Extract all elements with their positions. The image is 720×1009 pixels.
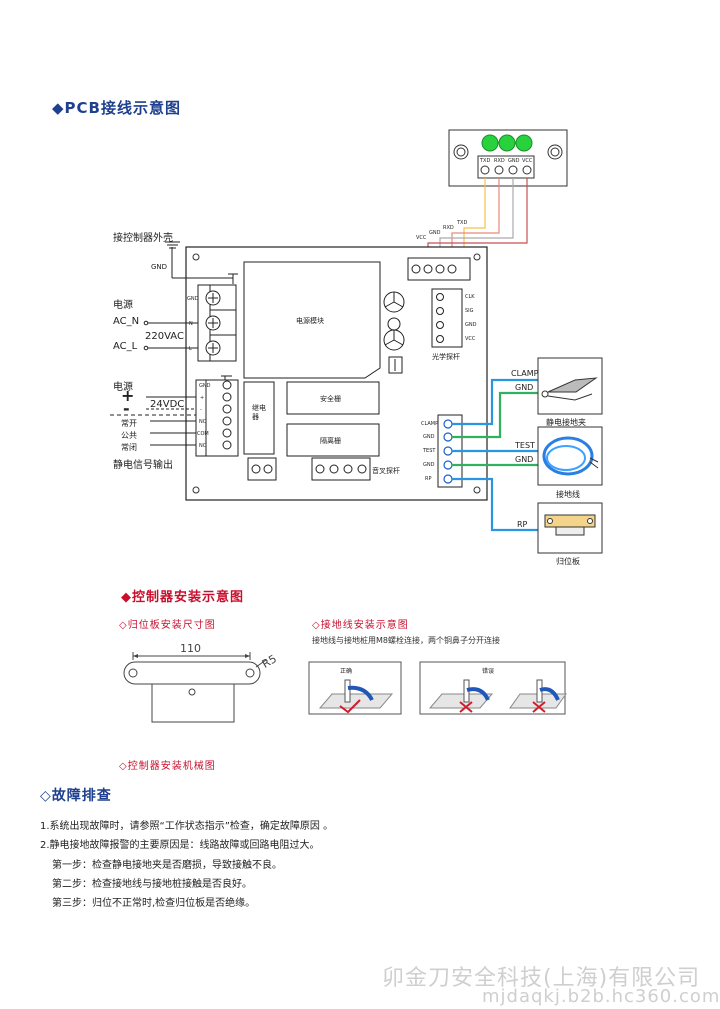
sig-pin-gnd2: GND [423, 462, 435, 468]
dc-pin-com: COM [197, 431, 209, 437]
header-pin-rxd: RXD [494, 158, 505, 164]
comm-module [448, 129, 568, 187]
trouble-line-2: 2.静电接地故障报警的主要原因是：线路故障或回路电阻过大。 [40, 840, 320, 851]
plate-size-title: ◇归位板安装尺寸图 [119, 620, 216, 631]
probe-pin-clk: CLK [465, 294, 475, 300]
static-output-label: 静电信号输出 [113, 460, 173, 471]
test-gnd-wire-label: GND [515, 455, 534, 464]
hollow-diamond-icon: ◇ [119, 620, 128, 631]
sig-pin-test: TEST [423, 448, 436, 454]
wire-label-vcc: VCC [416, 235, 427, 241]
ac-pin-gnd: GND [187, 296, 199, 302]
trouble-step-1: 第一步：检查静电接地夹是否磨损，导致接触不良。 [52, 860, 282, 871]
header-pin-gnd: GND [508, 158, 520, 164]
plate-dimension-drawing [123, 652, 267, 723]
return-plate-device-label: 归位板 [556, 557, 580, 566]
probe-pin-vcc: VCC [465, 336, 476, 342]
normally-open-label: 常开 [121, 419, 137, 428]
ac-power-label: 电源 [113, 300, 133, 311]
dc-plus-label: + [121, 386, 135, 405]
trouble-step-3: 第三步：归位不正常时,检查归位板是否绝缘。 [52, 898, 256, 909]
ground-install-note: 接地线与接地桩用M8螺栓连接，两个铜鼻子分开连接 [312, 636, 500, 645]
mech-title: ◇控制器安装机械图 [119, 761, 216, 772]
ac-pin-n: N [189, 321, 193, 327]
ac-n-label: AC_N [113, 316, 140, 327]
dc-pin-minus: - [200, 407, 202, 413]
tuning-fork-label: 音叉探杆 [372, 467, 400, 475]
ac-l-label: AC_L [113, 341, 138, 352]
dc-pin-gnd: GND [199, 383, 211, 389]
common-label: 公共 [121, 431, 137, 440]
header-pin-vcc: VCC [522, 158, 533, 164]
clamp-device-label: 静电接地夹 [546, 418, 586, 427]
probe-pin-gnd: GND [465, 322, 477, 328]
sig-pin-gnd1: GND [423, 434, 435, 440]
ac-pin-l: L [189, 346, 192, 352]
shell-label: 接控制器外壳 [113, 233, 173, 244]
watermark-company: 卯金刀安全科技(上海)有限公司 [382, 966, 701, 991]
diamond-icon: ◆ [121, 590, 132, 605]
rp-wire-label: RP [517, 520, 528, 529]
hollow-diamond-icon: ◇ [312, 620, 321, 631]
watermark-url: mjdaqkj.b2b.hc360.com [482, 986, 720, 1007]
trouble-step-2: 第二步：检查接地线与接地桩接触是否良好。 [52, 879, 252, 890]
dc-power-label: 电源 [113, 382, 133, 393]
trouble-line-1: 1.系统出现故障时，请参照“工作状态指示”检查，确定故障原因 。 [40, 821, 334, 832]
power-module-label: 电源模块 [296, 317, 324, 325]
clamp-wire-label: CLAMP [511, 369, 539, 378]
wire-label-gnd: GND [429, 230, 441, 236]
ground-wire-device-label: 接地线 [556, 490, 580, 499]
test-wire-label: TEST [515, 441, 535, 450]
trouble-section-title: ◇故障排查 [40, 788, 112, 804]
dc-pin-plus: + [200, 395, 205, 401]
probe-pin-sig: SIG [465, 308, 474, 314]
dc-voltage-label: 24VDC [150, 399, 185, 410]
hollow-diamond-icon: ◇ [119, 761, 128, 772]
install-section-title: ◆控制器安装示意图 [121, 590, 245, 605]
wire-label-rxd: RXD [443, 225, 454, 231]
sig-pin-clamp: CLAMP [421, 421, 439, 427]
diamond-icon: ◆ [52, 99, 65, 117]
isolation-barrier-label: 隔离栅 [320, 437, 341, 445]
correct-label: 正确 [340, 668, 353, 675]
pcb-section-title: ◆PCB接线示意图 [52, 99, 181, 117]
ground-install-demo [308, 661, 567, 715]
dc-pin-nc: NC [199, 443, 207, 449]
sig-pin-rp: RP [425, 476, 432, 482]
relay-label: 继电器 [252, 404, 266, 421]
ac-voltage-label: 220VAC [145, 331, 184, 342]
hollow-diamond-icon: ◇ [40, 788, 52, 804]
ground-install-title: ◇接地线安装示意图 [312, 620, 409, 631]
shell-gnd-label: GND [151, 263, 168, 271]
normally-closed-label: 常闭 [121, 443, 137, 452]
wire-label-txd: TXD [457, 220, 468, 226]
dc-pin-no: NO [199, 419, 207, 425]
plate-width-label: 110 [180, 642, 201, 655]
dc-minus-label: - [123, 399, 130, 418]
safety-barrier-label: 安全栅 [320, 395, 341, 403]
optical-probe-label: 光学探杆 [432, 353, 460, 361]
wrong-label: 错误 [482, 668, 495, 675]
clamp-gnd-wire-label: GND [515, 383, 534, 392]
header-pin-txd: TXD [480, 158, 491, 164]
